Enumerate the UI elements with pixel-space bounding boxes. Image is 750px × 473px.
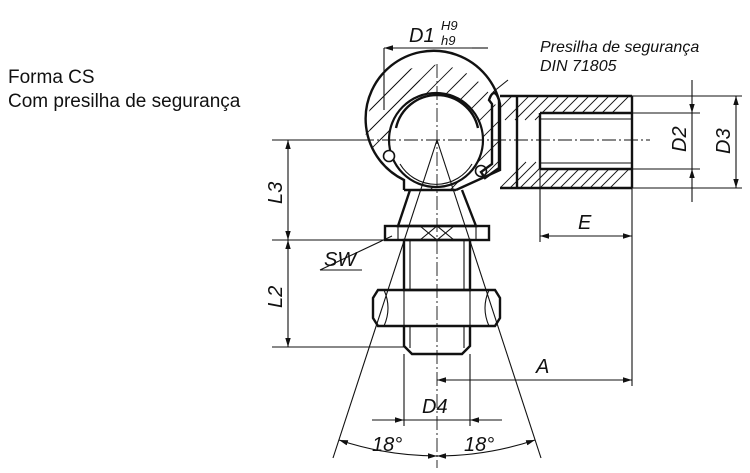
- e-label: E: [578, 212, 592, 234]
- angle-right-label: 18°: [464, 434, 494, 456]
- d4-label: D4: [422, 396, 448, 418]
- socket-housing: [364, 49, 502, 192]
- clip-note-title: Presilha de segurança: [540, 39, 699, 56]
- caption: Forma CS Com presilha de segurança: [8, 66, 240, 114]
- d3-label: D3: [713, 128, 735, 154]
- d2-label: D2: [669, 126, 691, 152]
- dimension-sw: SW: [319, 235, 393, 271]
- threaded-sleeve: [500, 94, 634, 190]
- dimension-d1: D1 H9 h9: [383, 18, 488, 110]
- center-lines: [360, 64, 650, 468]
- dimension-d3: D3: [632, 95, 742, 189]
- angle-left-label: 18°: [372, 434, 402, 456]
- dimension-l2: L2: [265, 240, 404, 348]
- sw-label: SW: [324, 249, 358, 271]
- clip-note-standard: DIN 71805: [540, 58, 617, 75]
- ball-stud: [371, 189, 502, 356]
- dimension-a: A: [437, 356, 632, 383]
- a-label: A: [535, 356, 549, 378]
- caption-form: Forma CS: [8, 67, 95, 88]
- dimension-l3: L3: [265, 139, 385, 241]
- l2-label: L2: [265, 286, 287, 308]
- dimension-e: E: [539, 169, 633, 386]
- d1-label: D1: [409, 25, 435, 47]
- caption-description: Com presilha de segurança: [8, 91, 241, 112]
- clip-note: Presilha de segurança DIN 71805: [540, 39, 699, 75]
- safety-clip: [479, 79, 509, 180]
- swivel-angle-lines: [332, 139, 542, 459]
- dimension-d4: D4: [372, 354, 502, 426]
- d1-upper-tolerance: H9: [441, 18, 458, 33]
- l3-label: L3: [265, 182, 287, 204]
- d1-lower-tolerance: h9: [441, 33, 455, 48]
- dimension-d2: D2: [632, 80, 700, 202]
